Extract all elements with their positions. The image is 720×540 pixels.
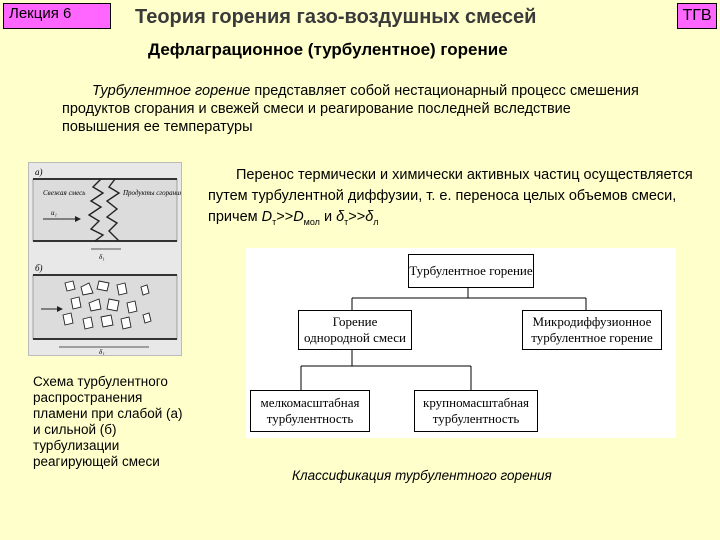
node-turbulent-combustion: Турбулентное горение	[408, 254, 534, 288]
node-homogeneous-mixture: Горение однородной смеси	[298, 310, 412, 350]
delta-l-sub: л	[373, 216, 379, 227]
d-mol-symbol: D	[293, 209, 304, 225]
delta-label-a: δ₁	[99, 253, 105, 261]
section-subtitle: Дефлаграционное (турбулентное) горение	[148, 40, 508, 59]
intro-paragraph: Турбулентное горение представляет собой …	[62, 82, 652, 136]
d-turb-symbol: D	[261, 209, 273, 225]
panel-a-label: а)	[35, 167, 43, 177]
diagram-caption: Классификация турбулентного горения	[292, 468, 552, 483]
d-mol-sub: мол	[303, 216, 320, 227]
relation-2: >>	[348, 209, 366, 225]
intro-term: Турбулентное горение	[92, 83, 251, 99]
delta-t-sub: т	[344, 216, 349, 227]
classification-diagram: Турбулентное горение Горение однородной …	[246, 248, 676, 438]
node-small-scale: мелкомасштабная турбулентность	[250, 390, 370, 432]
and-word: и	[319, 209, 337, 225]
lecture-badge: Лекция 6	[3, 3, 111, 29]
products-label-a: Продукты сгорания	[122, 189, 181, 197]
page-title: Теория горения газо-воздушных смесей	[135, 6, 537, 28]
fresh-mix-label-a: Свежая смесь	[43, 189, 85, 197]
intro-text: представляет собой нестационарный процес…	[62, 83, 639, 135]
delta-t-symbol: δ	[336, 209, 345, 225]
flame-schematic-drawing: а) Свежая смесь Продукты сгорания u₁ δ₁ …	[32, 167, 183, 356]
node-microdiffusion: Микродиффузионное турбулентное горение	[522, 310, 662, 350]
tgv-badge: ТГВ	[677, 3, 717, 29]
panel-b-label: б)	[35, 263, 43, 273]
diffusion-paragraph: Перенос термически и химически активных …	[208, 165, 698, 233]
delta-l-symbol: δ	[365, 209, 374, 225]
relation-1: >>	[276, 209, 294, 225]
diagram-connectors	[300, 286, 587, 390]
diffusion-text: Перенос термически и химически активных …	[208, 167, 693, 225]
node-large-scale: крупномасштабная турбулентность	[414, 390, 538, 432]
flame-figure-caption: Схема турбулентного распространения плам…	[33, 374, 183, 469]
d-turb-sub: т	[272, 216, 277, 227]
u-label: u₁	[51, 209, 57, 217]
delta-label-b: δ₁	[99, 348, 105, 355]
flame-schematic-figure: а) Свежая смесь Продукты сгорания u₁ δ₁ …	[28, 162, 183, 356]
